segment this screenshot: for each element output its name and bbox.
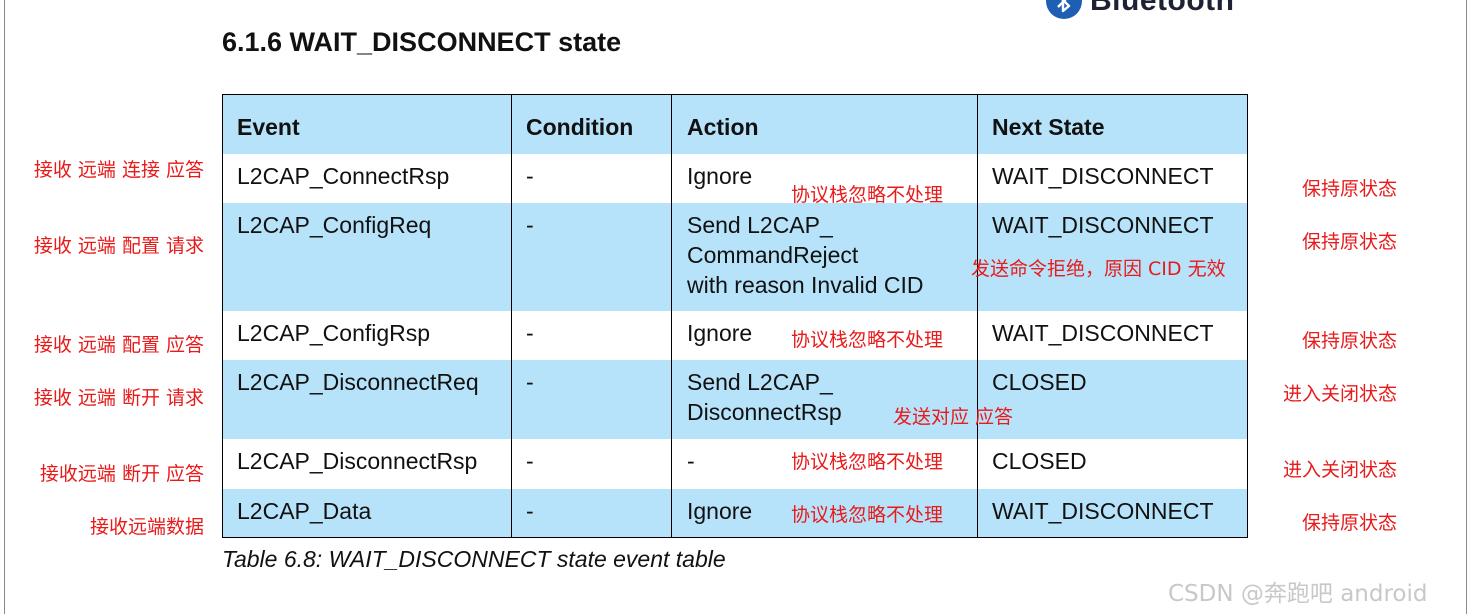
next-state-cell: WAIT_DISCONNECT [992, 320, 1214, 346]
event-cell: L2CAP_DisconnectReq [237, 369, 479, 395]
logo-text: Bluetooth [1090, 0, 1235, 17]
table-row: L2CAP_Data - Ignore WAIT_DISCONNECT [223, 489, 1247, 537]
bluetooth-logo: Bluetooth [1046, 0, 1235, 19]
next-state-cell: CLOSED [992, 369, 1087, 395]
watermark: CSDN @奔跑吧 android [1168, 581, 1428, 607]
state-event-table: Event Condition Action Next State L2CAP_… [222, 94, 1248, 538]
annotation-next-state: 保持原状态 [1301, 512, 1397, 534]
annotation-next-state: 保持原状态 [1301, 330, 1397, 352]
action-cell: Ignore [687, 320, 753, 346]
table-row: L2CAP_ConfigRsp - Ignore WAIT_DISCONNECT [223, 311, 1247, 360]
table-row: L2CAP_DisconnectReq - Send L2CAP_ Discon… [223, 360, 1247, 439]
event-cell: L2CAP_ConfigReq [237, 212, 432, 238]
column-divider [511, 95, 512, 537]
action-cell: - [687, 448, 695, 474]
annotation-event: 接收 远端 配置 请求 [33, 235, 204, 257]
page-edge-left [4, 0, 5, 614]
table-row: L2CAP_ConfigReq - Send L2CAP_ CommandRej… [223, 203, 1247, 311]
annotation-next-state: 保持原状态 [1301, 231, 1397, 253]
table-row: L2CAP_DisconnectRsp - - CLOSED [223, 439, 1247, 489]
annotation-action: 协议栈忽略不处理 [791, 504, 944, 526]
annotation-event: 接收远端 断开 应答 [39, 463, 204, 485]
annotation-event: 接收 远端 配置 应答 [33, 334, 204, 356]
event-cell: L2CAP_Data [237, 498, 372, 524]
table-row: L2CAP_ConnectRsp - Ignore WAIT_DISCONNEC… [223, 154, 1247, 203]
annotation-next-state: 进入关闭状态 [1282, 383, 1397, 405]
column-header-action: Action [687, 114, 759, 140]
column-header-next-state: Next State [992, 114, 1105, 140]
action-cell-line-2: DisconnectRsp [687, 399, 842, 425]
condition-cell: - [526, 448, 534, 474]
action-cell-line-2: CommandReject [687, 242, 859, 268]
annotation-next-state: 进入关闭状态 [1282, 459, 1397, 481]
condition-cell: - [526, 163, 534, 189]
next-state-cell: WAIT_DISCONNECT [992, 212, 1214, 238]
column-divider [977, 95, 978, 537]
event-cell: L2CAP_ConfigRsp [237, 320, 431, 346]
annotation-action: 发送命令拒绝，原因 CID 无效 [971, 258, 1226, 280]
next-state-cell: WAIT_DISCONNECT [992, 498, 1214, 524]
annotation-event: 接收 远端 断开 请求 [33, 387, 204, 409]
action-cell-line-1: Send L2CAP_ [687, 369, 833, 395]
annotation-next-state: 保持原状态 [1301, 178, 1397, 200]
condition-cell: - [526, 498, 534, 524]
page-edge-right [1466, 0, 1467, 614]
next-state-cell: WAIT_DISCONNECT [992, 163, 1214, 189]
action-cell-line-1: Send L2CAP_ [687, 212, 833, 238]
annotation-action: 协议栈忽略不处理 [791, 329, 944, 351]
event-cell: L2CAP_DisconnectRsp [237, 448, 478, 474]
column-header-condition: Condition [526, 114, 634, 140]
action-cell: Ignore [687, 498, 753, 524]
annotation-action: 发送对应 应答 [893, 406, 1014, 428]
table-header-row: Event Condition Action Next State [223, 95, 1247, 154]
condition-cell: - [526, 369, 534, 395]
next-state-cell: CLOSED [992, 448, 1087, 474]
action-cell-line-3: with reason Invalid CID [687, 272, 924, 298]
event-cell: L2CAP_ConnectRsp [237, 163, 450, 189]
column-divider [671, 95, 672, 537]
annotation-action: 协议栈忽略不处理 [791, 184, 944, 206]
condition-cell: - [526, 212, 534, 238]
condition-cell: - [526, 320, 534, 346]
annotation-event: 接收远端数据 [89, 516, 204, 538]
annotation-action: 协议栈忽略不处理 [791, 451, 944, 473]
table-caption: Table 6.8: WAIT_DISCONNECT state event t… [222, 546, 726, 572]
bluetooth-icon [1046, 0, 1082, 19]
column-header-event: Event [237, 114, 300, 140]
annotation-event: 接收 远端 连接 应答 [33, 159, 204, 181]
section-title: 6.1.6 WAIT_DISCONNECT state [222, 27, 622, 57]
action-cell: Ignore [687, 163, 753, 189]
